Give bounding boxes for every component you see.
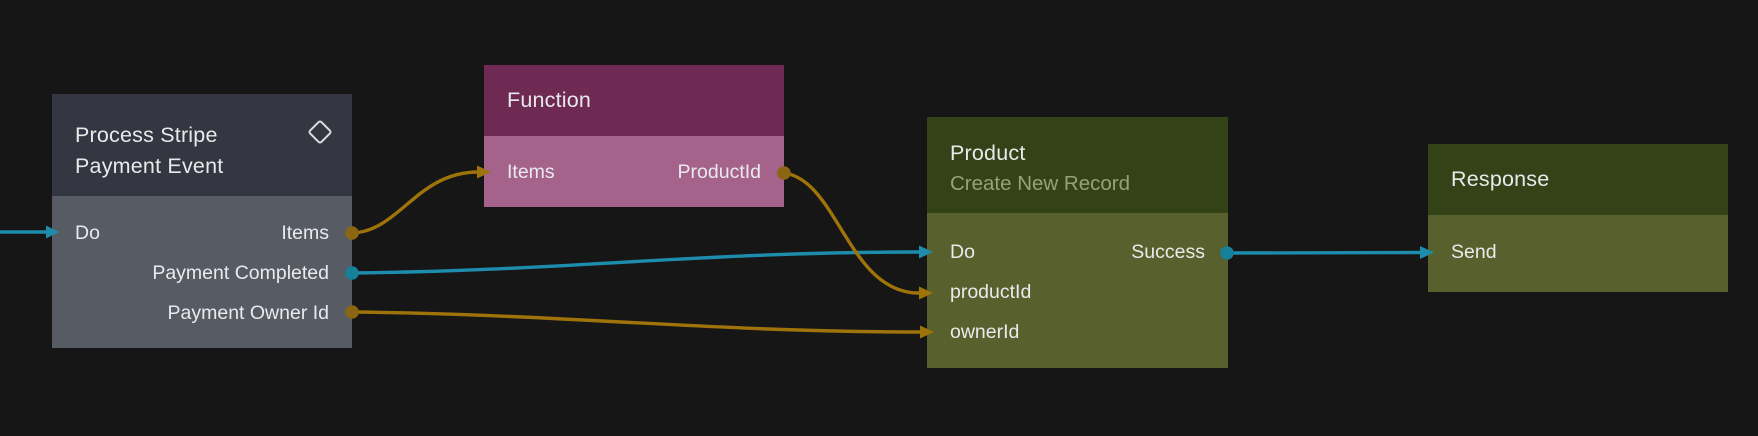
- node-body: Do Success productId ownerId: [927, 213, 1228, 368]
- wire-payment-completed-to-product-do[interactable]: [350, 250, 921, 275]
- port-do-input[interactable]: Do: [75, 221, 100, 244]
- wire-payment-owner-id-to-product-owner-id[interactable]: [350, 310, 922, 334]
- port-payment-owner-id-output[interactable]: Payment Owner Id: [167, 301, 329, 324]
- node-product-create-new-record[interactable]: Product Create New Record Do Success pro…: [927, 117, 1228, 368]
- node-header[interactable]: Process Stripe Payment Event: [52, 94, 352, 196]
- node-body: Do Items Payment Completed Payment Owner…: [52, 196, 352, 348]
- node-title-line1: Process Stripe: [75, 123, 218, 147]
- node-title: Function: [507, 88, 592, 112]
- port-row: Items ProductId: [484, 152, 784, 192]
- port-items-output[interactable]: Items: [281, 221, 329, 244]
- node-header[interactable]: Function: [484, 65, 784, 136]
- port-send-input[interactable]: Send: [1451, 240, 1497, 263]
- port-row: Send: [1428, 232, 1728, 272]
- node-subtitle: Create New Record: [950, 172, 1131, 195]
- port-product-id-input[interactable]: productId: [950, 280, 1032, 303]
- node-function[interactable]: Function Items ProductId: [484, 65, 784, 207]
- node-title-line2: Payment Event: [75, 154, 224, 178]
- port-row: ownerId: [927, 312, 1228, 352]
- port-row: Do Success: [927, 232, 1228, 272]
- node-header[interactable]: Response: [1428, 144, 1728, 215]
- wire-items-to-function-items[interactable]: [350, 170, 479, 235]
- port-row: Do Items: [52, 213, 352, 253]
- wire-product-id-to-product-product-id[interactable]: [782, 171, 921, 295]
- port-payment-completed-output[interactable]: Payment Completed: [152, 261, 329, 284]
- port-product-id-output[interactable]: ProductId: [677, 160, 761, 183]
- node-process-stripe-payment-event[interactable]: Process Stripe Payment Event Do Items Pa…: [52, 94, 352, 348]
- node-header[interactable]: Product Create New Record: [927, 117, 1228, 213]
- wire-success-to-response-send[interactable]: [1225, 250, 1422, 255]
- node-body: Send: [1428, 215, 1728, 292]
- port-row: Payment Completed: [52, 253, 352, 293]
- port-row: Payment Owner Id: [52, 293, 352, 333]
- port-row: productId: [927, 272, 1228, 312]
- port-do-input[interactable]: Do: [950, 240, 975, 263]
- node-title: Product: [950, 141, 1026, 165]
- node-title: Response: [1451, 167, 1550, 191]
- node-response[interactable]: Response Send: [1428, 144, 1728, 292]
- port-success-output[interactable]: Success: [1131, 240, 1205, 263]
- port-items-input[interactable]: Items: [507, 160, 555, 183]
- port-owner-id-input[interactable]: ownerId: [950, 320, 1020, 343]
- node-body: Items ProductId: [484, 136, 784, 207]
